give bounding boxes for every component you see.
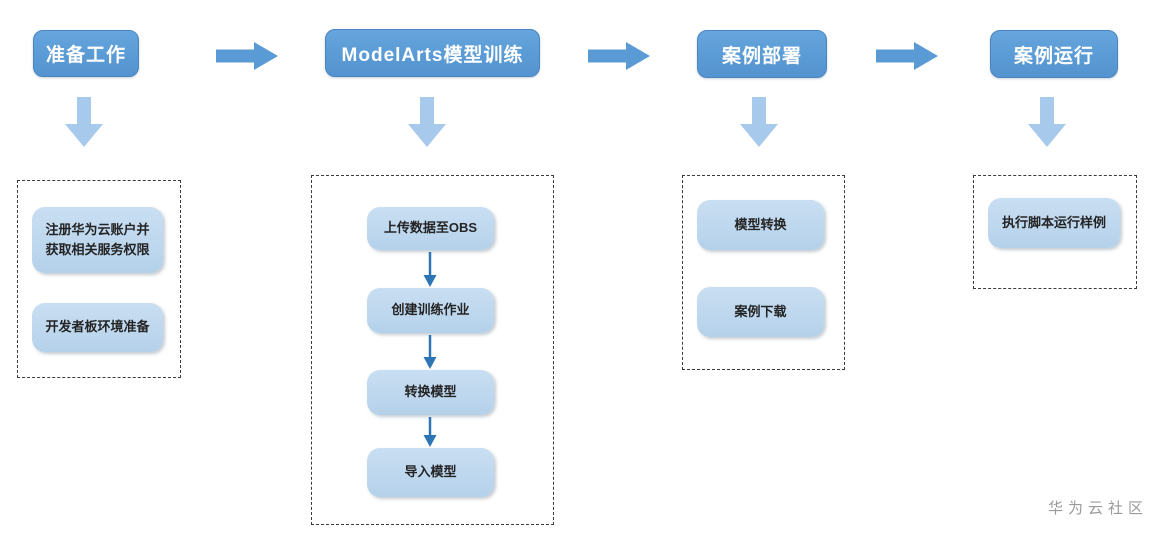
step-label: 模型转换 — [734, 216, 787, 232]
step-label: 导入模型 — [404, 464, 457, 480]
step-register-account: 注册华为云账户并获取相关服务权限 — [32, 207, 163, 273]
drop-down-arrow-4 — [1028, 97, 1066, 147]
step-model-conversion: 模型转换 — [697, 200, 824, 250]
step-import-model: 导入模型 — [367, 448, 494, 497]
group-preparation-steps — [17, 180, 181, 378]
step-create-training-job: 创建训练作业 — [367, 288, 494, 333]
step-label: 上传数据至OBS — [383, 220, 478, 236]
drop-down-arrow-3 — [740, 97, 778, 147]
connector-arrow-2 — [423, 335, 437, 369]
group-training-steps — [311, 175, 554, 525]
step-devboard-env: 开发者板环境准备 — [32, 303, 163, 352]
stage-modelarts-training: ModelArts模型训练 — [325, 29, 540, 77]
flow-right-arrow-3 — [876, 42, 938, 70]
connector-arrow-3 — [423, 417, 437, 447]
drop-down-arrow-1 — [65, 97, 103, 147]
stage-label: 案例运行 — [1013, 45, 1094, 67]
step-run-sample-script: 执行脚本运行样例 — [988, 198, 1120, 248]
watermark-huawei-cloud-community: 华为云社区 — [1047, 500, 1148, 517]
flow-right-arrow-2 — [588, 42, 650, 70]
connector-arrow-1 — [423, 252, 437, 287]
step-label: 执行脚本运行样例 — [1001, 214, 1106, 230]
stage-case-run: 案例运行 — [990, 30, 1118, 78]
step-label: 转换模型 — [404, 384, 457, 400]
stage-preparation: 准备工作 — [33, 30, 139, 77]
step-label: 案例下载 — [734, 303, 787, 319]
stage-case-deployment: 案例部署 — [697, 30, 827, 78]
step-label: 注册华为云账户并获取相关服务权限 — [45, 221, 150, 257]
step-convert-model: 转换模型 — [367, 370, 494, 415]
stage-label: ModelArts模型训练 — [341, 44, 524, 66]
stage-label: 案例部署 — [721, 45, 802, 67]
group-run-steps — [973, 175, 1137, 289]
step-upload-obs: 上传数据至OBS — [367, 207, 494, 250]
drop-down-arrow-2 — [408, 97, 446, 147]
group-deployment-steps — [682, 175, 845, 370]
step-case-download: 案例下载 — [697, 287, 824, 337]
flow-right-arrow-1 — [216, 42, 278, 70]
step-label: 开发者板环境准备 — [45, 319, 150, 335]
step-label: 创建训练作业 — [391, 302, 470, 318]
stage-label: 准备工作 — [45, 45, 126, 66]
